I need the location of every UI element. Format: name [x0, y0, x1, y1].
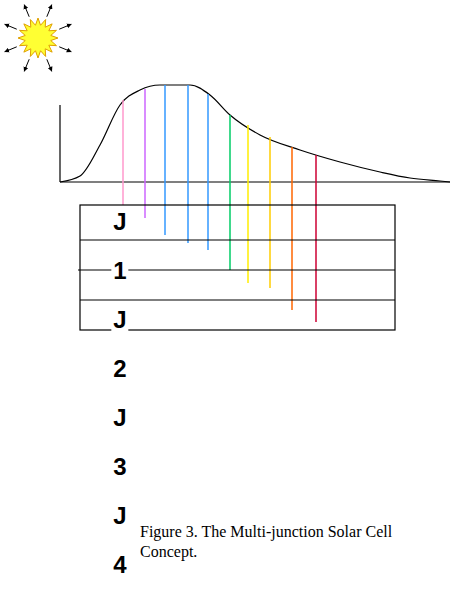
solar-spectrum — [60, 85, 450, 182]
wavelength-lines — [123, 85, 316, 322]
figure-caption: Figure 3. The Multi-junction Solar Cell … — [140, 522, 445, 562]
junction-label: 4 — [111, 552, 128, 578]
junction-label: 3 — [111, 454, 128, 480]
junction-label: J — [111, 307, 128, 333]
sun-icon — [5, 5, 72, 72]
junction-label: J — [111, 503, 128, 529]
junction-label: 1 — [111, 258, 128, 284]
junction-label: J — [111, 209, 128, 235]
junction-label: J — [111, 405, 128, 431]
junction-label: 2 — [111, 356, 128, 382]
